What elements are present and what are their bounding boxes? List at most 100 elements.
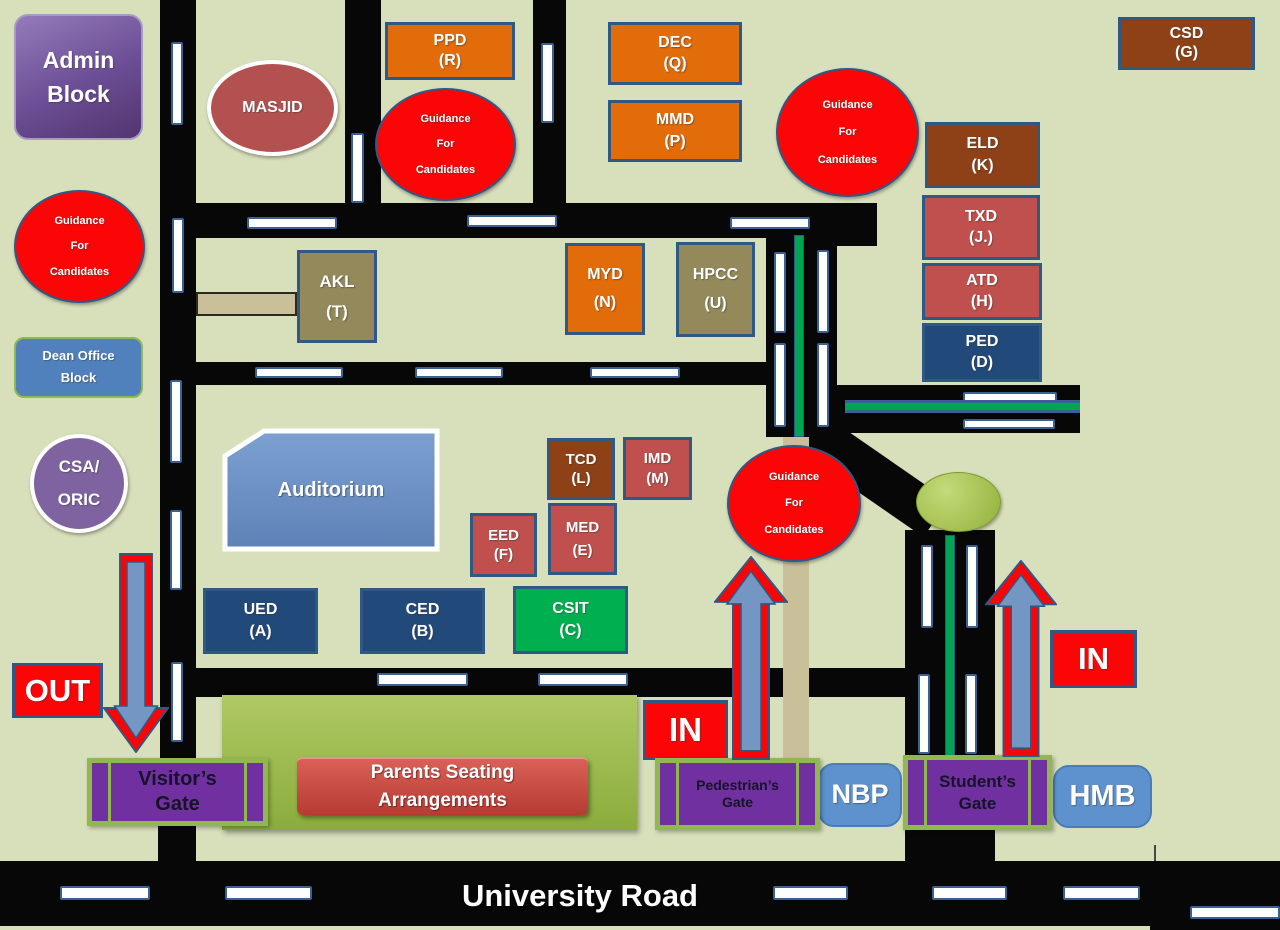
students-gate-pillar <box>908 760 924 825</box>
building-eed-label: (F) <box>493 546 514 563</box>
road-dash <box>467 215 557 227</box>
road-dash <box>1063 886 1140 900</box>
road-dash <box>817 343 829 427</box>
arrow-down-icon <box>102 553 170 754</box>
masjid-label: MASJID <box>242 99 303 117</box>
guidance-topright-label: Guidance <box>822 99 873 112</box>
university-road-label: University Road <box>461 878 698 913</box>
building-tcd-label: TCD <box>565 450 597 468</box>
road-dash <box>921 545 933 628</box>
out-arrow-down <box>102 553 170 754</box>
building-med: MED(E) <box>548 503 617 575</box>
csa-oric: CSA/ORIC <box>30 434 128 533</box>
building-ued-label: UED <box>243 601 278 619</box>
csa-oric-label: CSA/ <box>58 456 100 476</box>
building-dean-office-block-label: Block <box>60 370 97 385</box>
guidance-topright-label: For <box>838 126 857 139</box>
auditorium-label: Auditorium <box>277 478 385 501</box>
building-txd: TXD(J.) <box>922 195 1040 260</box>
road-dash <box>170 380 182 463</box>
auditorium-shape <box>222 428 440 552</box>
green-ellipse <box>916 472 1001 532</box>
pedestrians-gate-label: Gate <box>721 794 754 810</box>
building-hmb: HMB <box>1053 765 1152 828</box>
building-atd-label: (H) <box>970 292 994 310</box>
building-ued-label: (A) <box>249 622 272 640</box>
building-mmd: MMD(P) <box>608 100 742 162</box>
building-hpcc-label: (U) <box>704 294 727 312</box>
building-ued: UED (A) <box>203 588 318 654</box>
building-dec: DEC(Q) <box>608 22 742 85</box>
building-dean-office-block-label: Dean Office <box>42 348 115 364</box>
building-ped-label: PED <box>965 333 999 351</box>
road-dash <box>171 662 183 742</box>
road-dash <box>965 674 977 754</box>
building-nbp: NBP <box>818 763 902 827</box>
building-akl: AKL(T) <box>297 250 377 343</box>
road-dash <box>538 673 628 686</box>
road-dash <box>918 674 930 754</box>
masjid: MASJID <box>207 60 338 156</box>
road-dash <box>255 367 343 378</box>
guidance-ppd-label: For <box>436 138 455 151</box>
guidance-central-label: Guidance <box>768 471 820 484</box>
building-ped-label: (D) <box>970 353 994 371</box>
road-dash <box>170 510 182 590</box>
building-csd-label: CSD <box>1169 24 1204 42</box>
road-dash <box>172 218 184 293</box>
road-dash <box>541 43 554 123</box>
building-csd-label: (G) <box>1174 44 1199 61</box>
arrow-up-icon <box>983 559 1059 757</box>
building-ced: CED(B) <box>360 588 485 654</box>
road-segment <box>158 820 196 862</box>
road-dash <box>963 419 1055 429</box>
building-nbp-label: NBP <box>831 779 889 810</box>
building-in-sign-right: IN <box>1050 630 1137 688</box>
building-admin-block-label: Admin <box>42 46 115 73</box>
guidance-ppd-label: Guidance <box>420 113 471 126</box>
arrow-up-icon <box>712 555 790 760</box>
building-out-sign: OUT <box>12 663 103 718</box>
pedestrians-gate-pillar <box>799 763 815 825</box>
road-dash <box>377 673 468 686</box>
road-dash <box>774 343 786 427</box>
divider-line <box>1154 845 1156 861</box>
building-ppd: PPD(R) <box>385 22 515 80</box>
building-eed-label: EED <box>488 526 519 544</box>
guidance-topright-label: Candidates <box>817 153 878 166</box>
building-eld-label: (K) <box>971 156 994 174</box>
road-center-line <box>794 235 804 437</box>
building-ppd-label: (R) <box>438 52 462 69</box>
building-in-sign-left-label: IN <box>669 711 702 749</box>
building-tcd: TCD (L) <box>547 438 615 500</box>
building-imd-label: IMD <box>643 450 672 468</box>
road-center-line <box>845 400 1080 413</box>
building-hpcc: HPCC(U) <box>676 242 755 337</box>
building-csit: CSIT(C) <box>513 586 628 654</box>
road-dash <box>171 42 183 125</box>
guidance-admin-label: For <box>70 240 89 253</box>
pedestrians-gate-label: Pedestrian’s <box>696 776 779 793</box>
road-dash <box>351 133 364 203</box>
students-gate-pillar <box>1031 760 1047 825</box>
building-in-sign-right-label: IN <box>1078 641 1109 677</box>
road-dash <box>932 886 1007 900</box>
road-dash <box>966 545 978 628</box>
building-csit-label: (C) <box>559 621 582 639</box>
in-arrow-left-up <box>712 555 790 760</box>
guidance-ppd-label: Candidates <box>415 163 476 176</box>
building-tcd-label: (L) <box>571 470 591 487</box>
